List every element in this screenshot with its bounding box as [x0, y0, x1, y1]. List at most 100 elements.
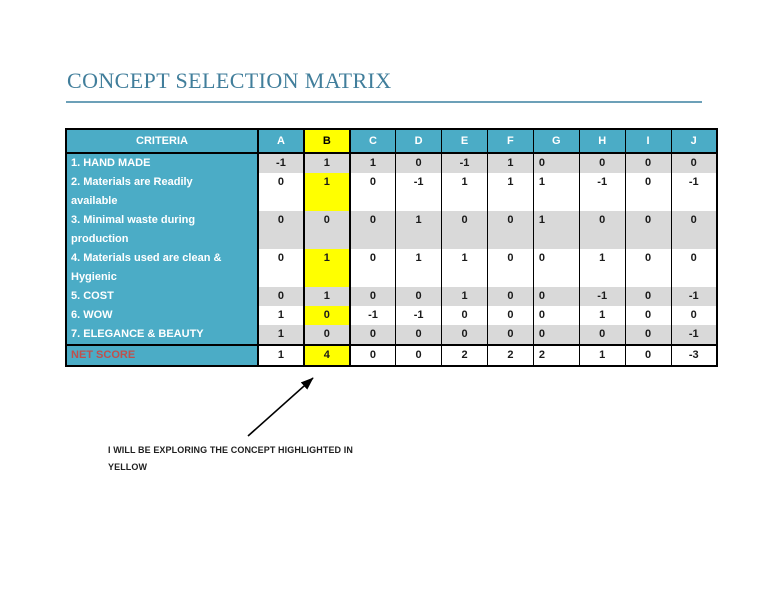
criteria-row-5-cell-J: -1	[670, 287, 718, 306]
criteria-row-6-cell-J: 0	[670, 306, 718, 325]
criteria-row-3-cell-C: 0	[349, 211, 397, 249]
criteria-row-1-cell-E: -1	[441, 153, 488, 173]
criteria-row-2-label: 2. Materials are Readily available	[66, 173, 259, 211]
criteria-row-5-label: 5. COST	[66, 287, 259, 306]
net-score-row-cell-J: -3	[670, 344, 718, 366]
criteria-row-3-cell-G: 1	[532, 211, 580, 249]
criteria-row-7-cell-B: 0	[302, 325, 351, 345]
net-score-row-cell-H: 1	[578, 344, 626, 366]
criteria-row-1-label: 1. HAND MADE	[66, 153, 259, 173]
criteria-row-1-cell-C: 1	[349, 153, 397, 173]
criteria-row-4-label: 4. Materials used are clean & Hygienic	[66, 249, 259, 287]
criteria-row-2-cell-H: -1	[578, 173, 626, 211]
criteria-row-2-cell-J: -1	[670, 173, 718, 211]
arrow-line	[247, 377, 314, 437]
criteria-row-3-cell-H: 0	[578, 211, 626, 249]
criteria-row-4-cell-F: 0	[486, 249, 534, 287]
criteria-row-5-cell-F: 0	[486, 287, 534, 306]
criteria-row-3-cell-E: 0	[441, 211, 488, 249]
criteria-row-5-cell-C: 0	[349, 287, 397, 306]
criteria-row-5-cell-H: -1	[578, 287, 626, 306]
criteria-row-3-cell-J: 0	[670, 211, 718, 249]
criteria-row-5-cell-A: 0	[257, 287, 305, 306]
criteria-row-6-cell-I: 0	[624, 306, 672, 325]
column-header-A: A	[257, 129, 305, 154]
column-header-F: F	[486, 129, 534, 154]
annotation-text: I WILL BE EXPLORING THE CONCEPT HIGHLIGH…	[108, 445, 353, 472]
column-header-J: J	[670, 129, 718, 154]
criteria-row-6-cell-H: 1	[578, 306, 626, 325]
criteria-row-6-cell-E: 0	[441, 306, 488, 325]
criteria-row-1-cell-J: 0	[670, 153, 718, 173]
net-score-row-cell-C: 0	[349, 344, 397, 366]
criteria-row-5-cell-I: 0	[624, 287, 672, 306]
criteria-row-7-cell-A: 1	[257, 325, 305, 345]
column-header-G: G	[532, 129, 580, 154]
criteria-row-1-cell-I: 0	[624, 153, 672, 173]
criteria-row-4-cell-B: 1	[302, 249, 351, 287]
criteria-row-3-cell-F: 0	[486, 211, 534, 249]
criteria-row-3-cell-I: 0	[624, 211, 672, 249]
criteria-row-3-cell-B: 0	[302, 211, 351, 249]
page-title: CONCEPT SELECTION MATRIX	[67, 68, 392, 93]
criteria-row-2-cell-D: -1	[395, 173, 443, 211]
net-score-row-cell-I: 0	[624, 344, 672, 366]
criteria-row-2-cell-B: 1	[302, 173, 351, 211]
criteria-row-7-cell-J: -1	[670, 325, 718, 345]
net-score-row-cell-G: 2	[532, 344, 580, 366]
column-header-D: D	[395, 129, 443, 154]
criteria-row-2-cell-A: 0	[257, 173, 305, 211]
criteria-row-6-cell-B: 0	[302, 306, 351, 325]
criteria-row-2-cell-C: 0	[349, 173, 397, 211]
net-score-row-cell-B: 4	[302, 344, 351, 366]
criteria-row-5-cell-G: 0	[532, 287, 580, 306]
column-header-B: B	[302, 129, 351, 154]
criteria-row-3-cell-A: 0	[257, 211, 305, 249]
net-score-row-cell-E: 2	[441, 344, 488, 366]
net-score-row-label: NET SCORE	[66, 344, 259, 366]
title-underline	[66, 101, 702, 103]
criteria-row-6-cell-C: -1	[349, 306, 397, 325]
criteria-row-6-cell-A: 1	[257, 306, 305, 325]
criteria-row-6-cell-D: -1	[395, 306, 443, 325]
criteria-row-1-cell-H: 0	[578, 153, 626, 173]
criteria-row-1-cell-A: -1	[257, 153, 305, 173]
criteria-row-2-cell-E: 1	[441, 173, 488, 211]
criteria-row-4-cell-E: 1	[441, 249, 488, 287]
criteria-header-cell: CRITERIA	[66, 129, 259, 154]
criteria-row-7-cell-D: 0	[395, 325, 443, 345]
column-header-H: H	[578, 129, 626, 154]
criteria-row-7-cell-H: 0	[578, 325, 626, 345]
criteria-row-6-cell-G: 0	[532, 306, 580, 325]
criteria-row-2-cell-F: 1	[486, 173, 534, 211]
criteria-row-7-cell-E: 0	[441, 325, 488, 345]
criteria-row-1-cell-D: 0	[395, 153, 443, 173]
criteria-row-1-cell-F: 1	[486, 153, 534, 173]
criteria-row-7-cell-G: 0	[532, 325, 580, 345]
criteria-row-7-label: 7. ELEGANCE & BEAUTY	[66, 325, 259, 345]
criteria-row-3-cell-D: 1	[395, 211, 443, 249]
criteria-row-7-cell-I: 0	[624, 325, 672, 345]
criteria-row-4-cell-I: 0	[624, 249, 672, 287]
criteria-row-3-label: 3. Minimal waste during production	[66, 211, 259, 249]
criteria-row-4-cell-H: 1	[578, 249, 626, 287]
criteria-row-5-cell-E: 1	[441, 287, 488, 306]
column-header-E: E	[441, 129, 488, 154]
criteria-row-7-cell-F: 0	[486, 325, 534, 345]
criteria-row-5-cell-B: 1	[302, 287, 351, 306]
criteria-row-5-cell-D: 0	[395, 287, 443, 306]
criteria-row-4-cell-A: 0	[257, 249, 305, 287]
criteria-row-2-cell-G: 1	[532, 173, 580, 211]
criteria-row-4-cell-G: 0	[532, 249, 580, 287]
column-header-C: C	[349, 129, 397, 154]
criteria-row-2-cell-I: 0	[624, 173, 672, 211]
net-score-row-cell-D: 0	[395, 344, 443, 366]
net-score-row-cell-F: 2	[486, 344, 534, 366]
